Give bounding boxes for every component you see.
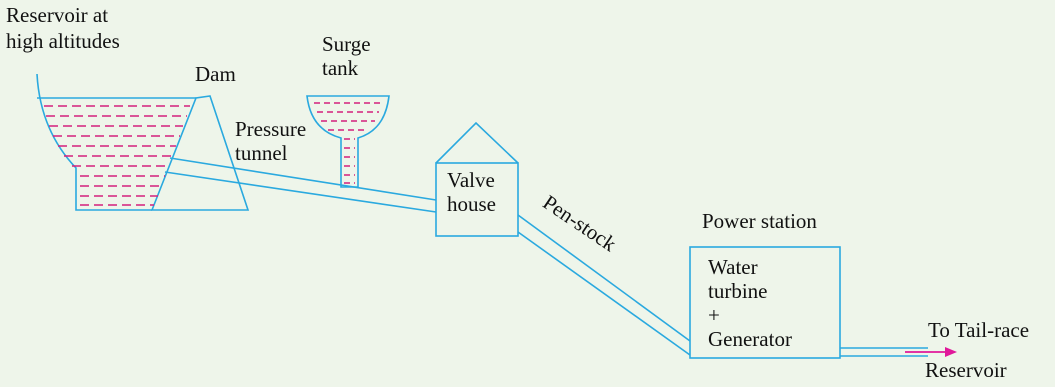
- valve-house-roof: [435, 121, 519, 164]
- tail-race-arrow: [905, 347, 957, 357]
- valve-house-label: Valve house: [447, 168, 496, 216]
- power-station: [689, 246, 841, 359]
- penstock-lower-wall: [517, 231, 691, 356]
- dam: [150, 95, 250, 211]
- valve-house: [435, 162, 519, 237]
- pressure-tunnel-label: Pressure tunnel: [235, 117, 307, 165]
- surge-tank-water: [314, 102, 382, 184]
- surge-tank-label: Surge tank: [322, 32, 371, 80]
- power-station-label: Power station: [702, 209, 817, 233]
- tail-race-label: To Tail-race: [928, 318, 1030, 342]
- pressure-tunnel-lower-wall: [164, 171, 437, 213]
- reservoir-basin: [36, 73, 152, 211]
- reservoir-water: [44, 105, 190, 206]
- dam-label: Dam: [195, 62, 236, 86]
- tail-reservoir-label: Reservoir: [925, 358, 1007, 382]
- power-station-contents-label: Water turbine + Generator: [708, 255, 792, 351]
- surge-tank: [306, 95, 390, 188]
- reservoir-label: Reservoir at high altitudes: [6, 3, 120, 53]
- penstock-upper-wall: [517, 214, 691, 342]
- pressure-tunnel-upper-wall: [169, 157, 437, 201]
